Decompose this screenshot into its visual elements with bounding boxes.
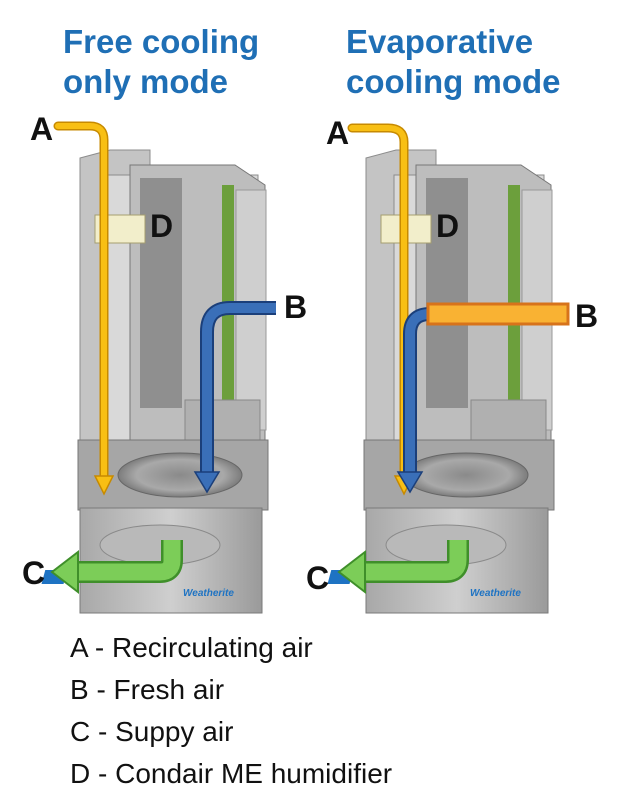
left-marker-d: D (150, 208, 174, 244)
legend-item-a: A - Recirculating air (70, 632, 313, 663)
legend: A - Recirculating air B - Fresh air C - … (70, 627, 392, 795)
right-unit (327, 149, 555, 614)
left-recirculating-arrow (53, 121, 115, 496)
right-brand-logo: Weatherite (470, 588, 521, 599)
right-marker-d: D (436, 208, 460, 244)
left-marker-c: C (22, 555, 46, 591)
right-recirculating-arrow (347, 123, 415, 496)
left-marker-a: A (30, 111, 54, 147)
right-fresh-air-arrow (396, 302, 570, 494)
right-title-line-2: cooling mode (346, 63, 561, 100)
left-unit (41, 149, 269, 614)
right-marker-a: A (326, 115, 350, 151)
right-title-line-1: Evaporative (346, 23, 534, 60)
right-marker-b: B (575, 298, 599, 334)
left-brand-logo: Weatherite (183, 588, 234, 599)
left-title-line-1: Free cooling (63, 23, 260, 60)
right-supply-arrow (337, 540, 469, 595)
left-fresh-air-arrow (193, 301, 276, 494)
right-mode-title: Evaporative cooling mode (346, 22, 561, 102)
left-title-line-2: only mode (63, 63, 229, 100)
left-supply-arrow (50, 540, 183, 595)
right-marker-c: C (306, 560, 330, 596)
legend-item-d: D - Condair ME humidifier (70, 758, 393, 789)
legend-item-c: C - Suppy air (70, 716, 234, 747)
left-marker-b: B (284, 289, 308, 325)
legend-item-b: B - Fresh air (70, 674, 225, 705)
left-mode-title: Free cooling only mode (63, 22, 259, 102)
